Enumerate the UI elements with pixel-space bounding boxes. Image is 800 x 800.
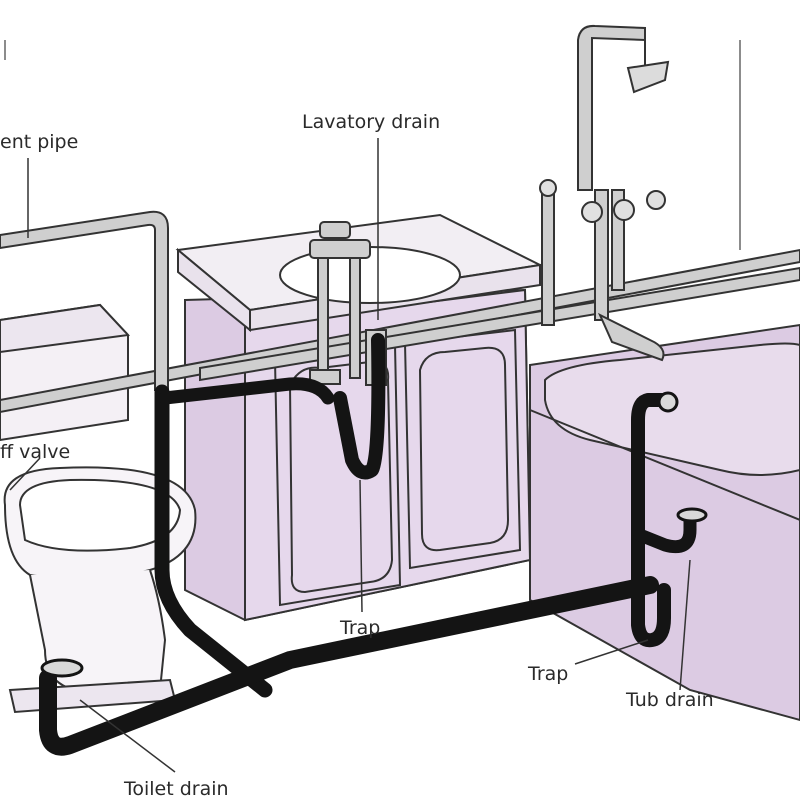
bathtub [529, 323, 800, 722]
shower-riser [577, 24, 646, 191]
main-stack [154, 384, 273, 698]
shutoff-valve-label: ff valve [0, 441, 70, 463]
toilet-drain-flange [40, 658, 84, 678]
tub-overflow-pipe [631, 393, 675, 648]
trap-label-sink: Trap [339, 617, 380, 639]
lavatory-drain-label: Lavatory drain [302, 111, 440, 133]
leader-lines [9, 138, 691, 773]
tub-overflow-fitting [657, 391, 679, 413]
drain-pipes [39, 333, 697, 756]
tub-drain-fitting [676, 507, 708, 523]
lavatory-drain-pipe [158, 377, 335, 405]
shower-head [626, 60, 670, 94]
lavatory-trap [333, 333, 386, 480]
tub-trap [633, 511, 697, 554]
tub-drain-label: Tub drain [625, 689, 714, 711]
toilet-drain-label: Toilet drain [123, 778, 229, 800]
vent-pipe-label: ent pipe [0, 131, 78, 153]
tub-spout [597, 312, 665, 362]
main-drain [39, 576, 659, 756]
wall-lines [4, 40, 741, 250]
tub-faucet-handles [539, 179, 666, 223]
trap-label-tub: Trap [527, 663, 568, 685]
